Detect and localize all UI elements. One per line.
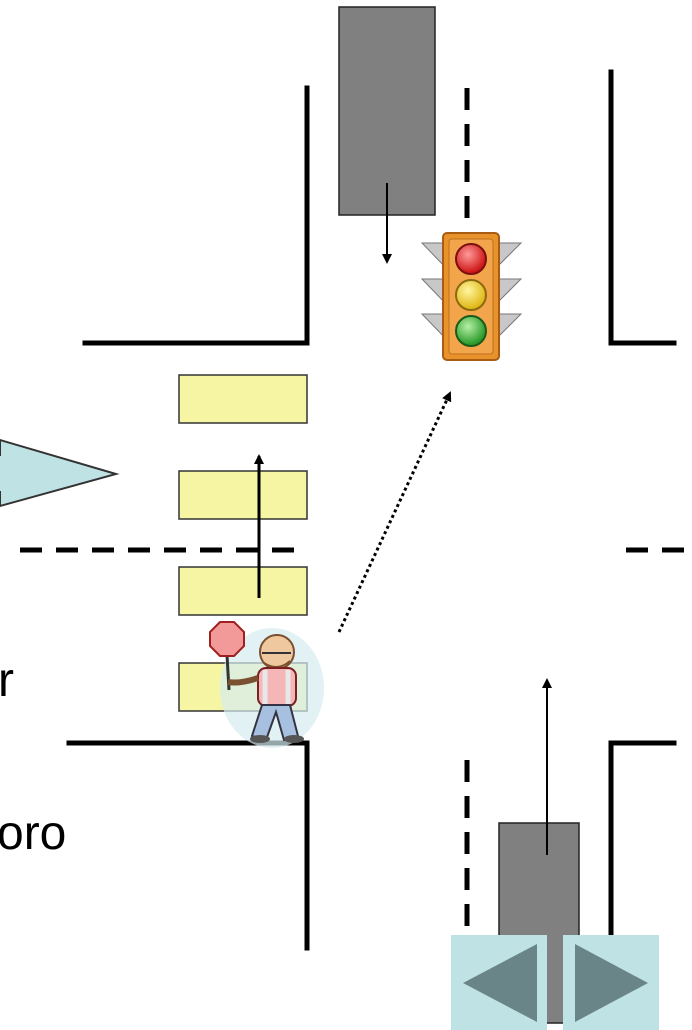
traffic-light-icon xyxy=(420,232,523,361)
arrow-right-icon xyxy=(0,438,120,508)
side-text-line-1: r xyxy=(0,654,14,707)
road-edges xyxy=(66,69,677,1023)
car-top xyxy=(338,6,436,216)
crosswalk-stripe xyxy=(178,470,308,520)
red-light xyxy=(455,243,487,275)
road-edge-top-right xyxy=(608,69,677,346)
lane-dividers xyxy=(20,88,692,1030)
road-edge-top-left xyxy=(82,85,310,346)
yellow-light xyxy=(455,279,487,311)
triangle-left-icon xyxy=(463,944,537,1022)
green-light xyxy=(455,315,487,347)
diagonal-path-arrow xyxy=(337,391,452,633)
triangle-right-icon xyxy=(575,944,648,1022)
next-slide-button[interactable] xyxy=(563,935,659,1030)
crossing-guard-stop-sign-icon xyxy=(209,621,324,748)
road-edge-bottom-left xyxy=(66,740,310,951)
crosswalk-stripe xyxy=(178,374,308,424)
side-text-line-2: oro xyxy=(0,807,67,860)
crosswalk-stripe xyxy=(178,566,308,616)
road-edge-bottom-right xyxy=(608,740,677,1023)
previous-slide-button[interactable] xyxy=(451,935,547,1030)
